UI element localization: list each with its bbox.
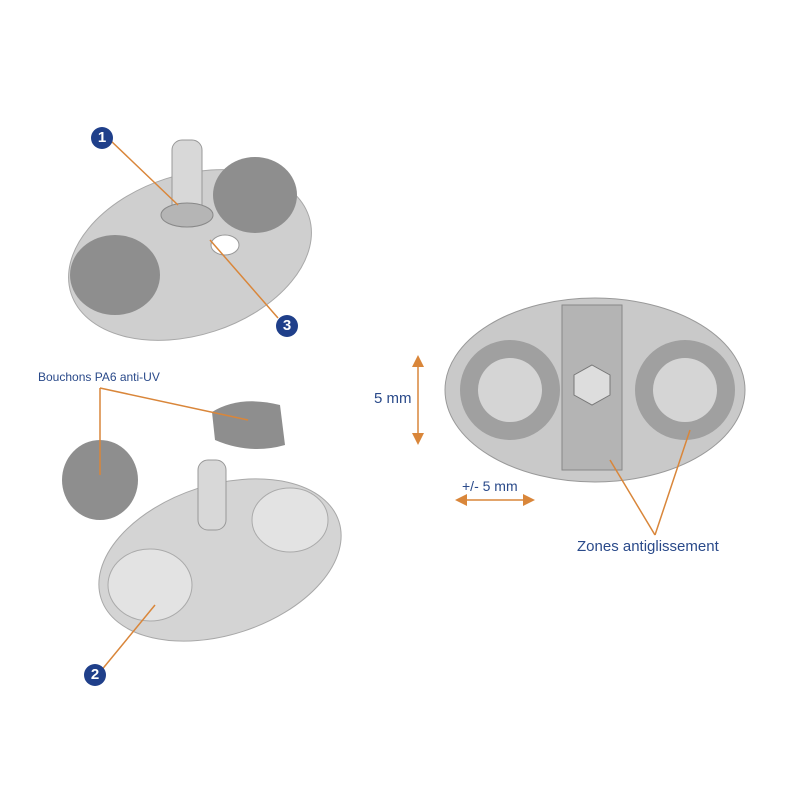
vertical-adjust-label: 5 mm — [374, 390, 412, 407]
callout-1: 1 — [91, 127, 113, 149]
assembled-fitting — [68, 139, 312, 341]
caps-label: Bouchons PA6 anti-UV — [38, 370, 160, 384]
non-slip-label: Zones antiglissement — [577, 538, 719, 555]
arrow-heads — [412, 355, 535, 506]
horizontal-adjust-label: +/- 5 mm — [462, 478, 518, 494]
callout-3: 3 — [276, 315, 298, 337]
open-fitting — [98, 459, 342, 642]
top-view-fitting — [444, 297, 746, 483]
callout-2: 2 — [84, 664, 106, 686]
leader-lines — [99, 139, 691, 673]
cap-pieces — [62, 401, 285, 520]
